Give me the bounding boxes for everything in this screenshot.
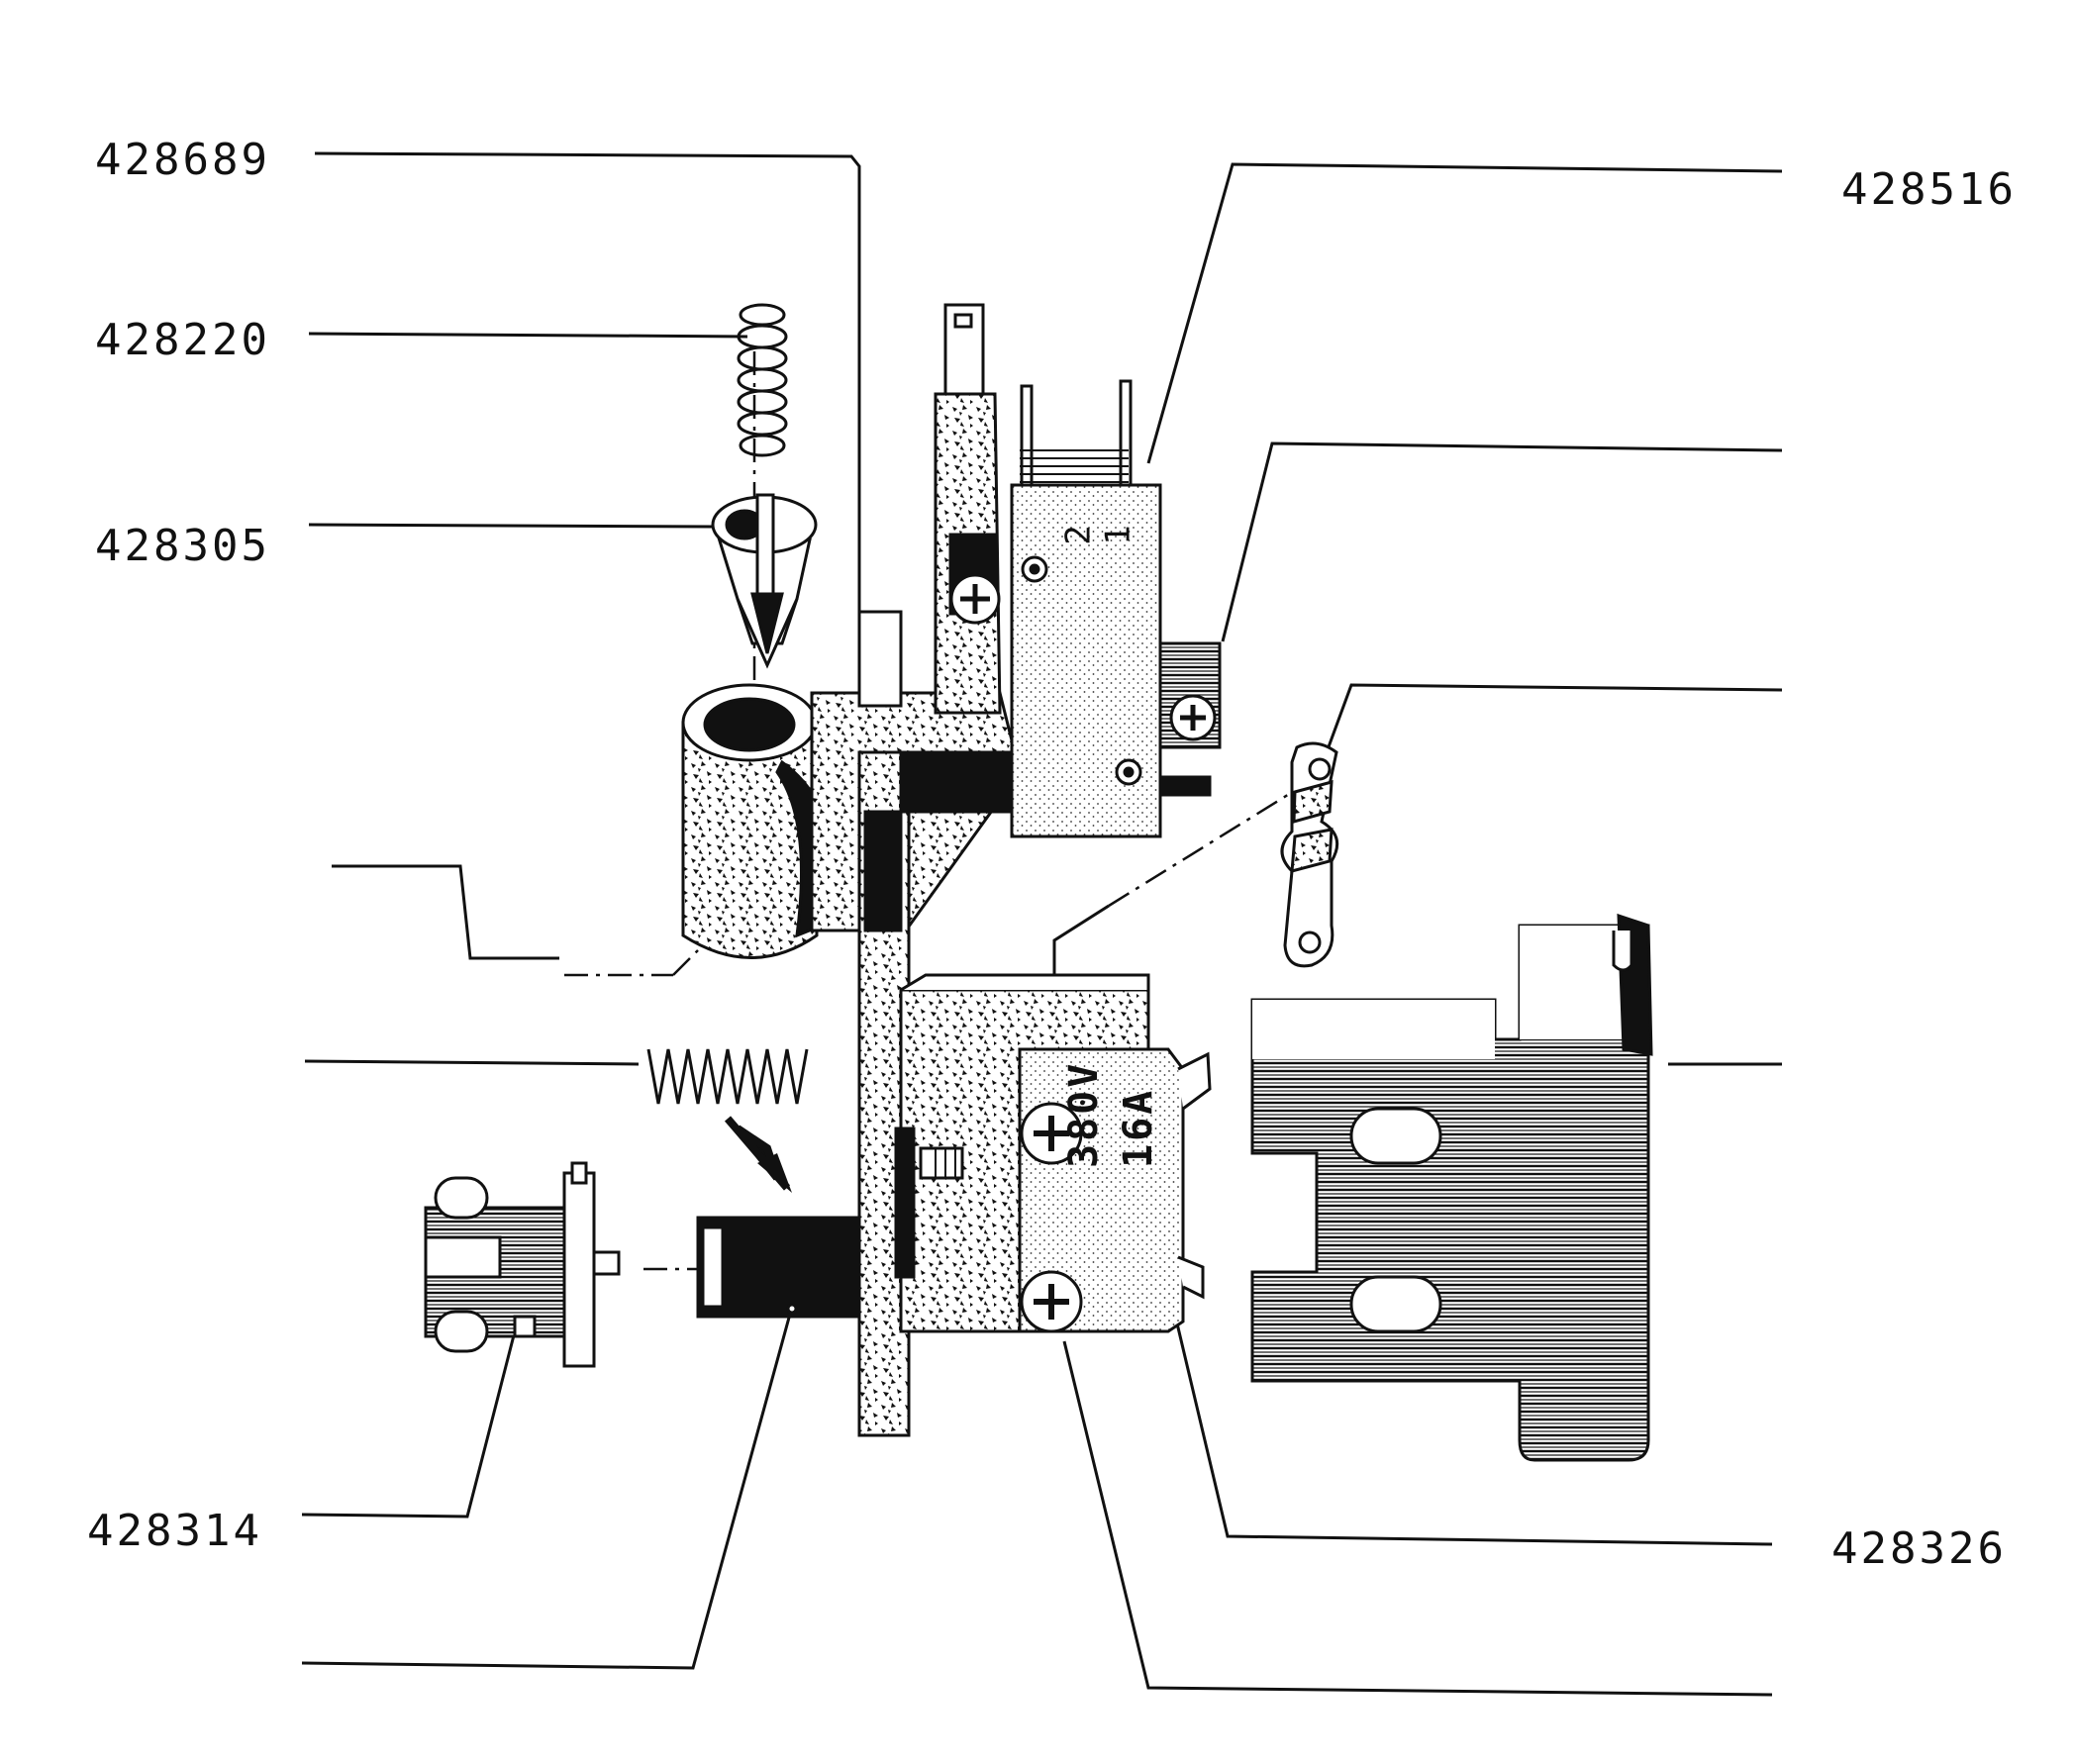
label-428220: 428220: [95, 315, 270, 365]
label-428689: 428689: [95, 135, 270, 185]
leader-right-mid: [1325, 683, 1783, 753]
leader-428516: [1146, 162, 1783, 464]
leader-left-gasket: [332, 864, 559, 960]
terminal-2-label: 2: [1058, 522, 1099, 545]
leader-428326: [1171, 1306, 1773, 1546]
mounting-plate: [1250, 913, 1653, 1462]
leader-bottom-plunger: [301, 1306, 794, 1670]
spring-428220: [737, 303, 788, 457]
leader-428305: [308, 523, 714, 529]
leader-right-upper: [1221, 441, 1783, 642]
lower-switch-428326: [1018, 1047, 1212, 1333]
plunger: [696, 1216, 858, 1319]
arrow-head: [757, 1153, 792, 1193]
leader-bottom-screw: [1062, 1340, 1773, 1697]
label-428516: 428516: [1841, 164, 2017, 215]
label-428314: 428314: [87, 1506, 262, 1556]
terminal-1-label: 1: [1098, 522, 1138, 545]
leader-left-spring: [304, 1059, 640, 1066]
cylinder-housing: [681, 683, 833, 959]
label-428326: 428326: [1831, 1523, 2007, 1574]
link-strap: [1280, 741, 1339, 968]
upper-switch-assembly: [899, 303, 1222, 838]
leader-428220: [308, 332, 748, 339]
knob-428314: [424, 1161, 621, 1368]
compression-spring: [646, 1048, 809, 1105]
label-428305: 428305: [95, 521, 270, 571]
bushing-428305: [711, 493, 818, 669]
leader-switch-lower-top: [1052, 904, 1110, 985]
leader-lines: [301, 151, 1783, 1697]
switch-current-rating: 16A: [1116, 1087, 1161, 1168]
leader-428689: [314, 151, 861, 698]
switch-voltage-rating: 380V: [1061, 1060, 1107, 1168]
leader-428314: [301, 1330, 517, 1519]
